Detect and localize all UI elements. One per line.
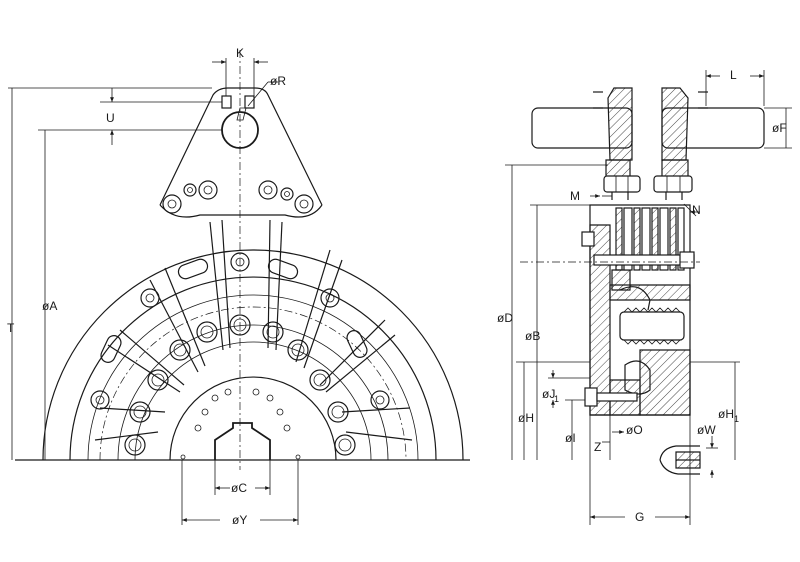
dim-label-D: øD: [497, 311, 513, 325]
dim-label-U: U: [106, 111, 115, 125]
dim-label-I: øI: [565, 431, 576, 445]
hub-bore-keyway: [214, 422, 271, 460]
dim-label-H1-subscript: 1: [734, 414, 739, 424]
ring-slots: [100, 258, 368, 363]
dim-label-B: øB: [525, 329, 540, 343]
through-bolt: [581, 231, 695, 269]
dim-label-H1: øH: [718, 407, 734, 421]
dim-label-L: L: [730, 68, 737, 82]
dim-label-N: N: [692, 203, 701, 217]
outer-rim-inner: [69, 276, 437, 461]
brake-body: [589, 204, 691, 416]
dim-label-A: øA: [42, 299, 57, 313]
arm-slot-left: [221, 95, 232, 109]
arm-clamp-right: [661, 87, 689, 200]
outer-rim: [42, 249, 464, 461]
dim-label-J1: øJ: [542, 387, 555, 401]
arm-bolts: [162, 180, 314, 214]
dim-label-R: øR: [270, 74, 286, 88]
dim-label-H: øH: [518, 411, 534, 425]
friction-ring-mid: [117, 324, 389, 461]
bolt-circle: [99, 306, 407, 461]
side-view: L øF M N øD øB øH øJ 1 øI: [497, 68, 792, 525]
dim-label-T: T: [7, 321, 15, 335]
spring-assembly: [619, 286, 685, 395]
hub-holes: [180, 388, 301, 460]
cylinder-bolt: [584, 387, 638, 407]
clamp-nuts: [603, 175, 693, 193]
dim-label-K: K: [236, 46, 244, 60]
dim-label-W: øW: [697, 423, 716, 437]
bore-key: [236, 107, 247, 121]
friction-discs: [615, 207, 685, 271]
dim-label-Y: øY: [232, 513, 247, 527]
dim-label-J1-subscript: 1: [554, 394, 559, 404]
dim-label-Z: Z: [594, 440, 601, 454]
dim-label-F: øF: [772, 121, 787, 135]
torque-arm: [159, 87, 323, 206]
front-view: K øR U øA T øC øY: [7, 46, 470, 527]
dim-label-G: G: [635, 510, 644, 524]
hub-outer: [169, 376, 337, 461]
arm-slot-right: [244, 95, 255, 109]
dim-label-O: øO: [626, 423, 643, 437]
pad-detail: [659, 445, 701, 475]
dim-label-M: M: [570, 189, 580, 203]
dim-label-C: øC: [231, 481, 247, 495]
friction-ring-outer: [87, 294, 419, 461]
